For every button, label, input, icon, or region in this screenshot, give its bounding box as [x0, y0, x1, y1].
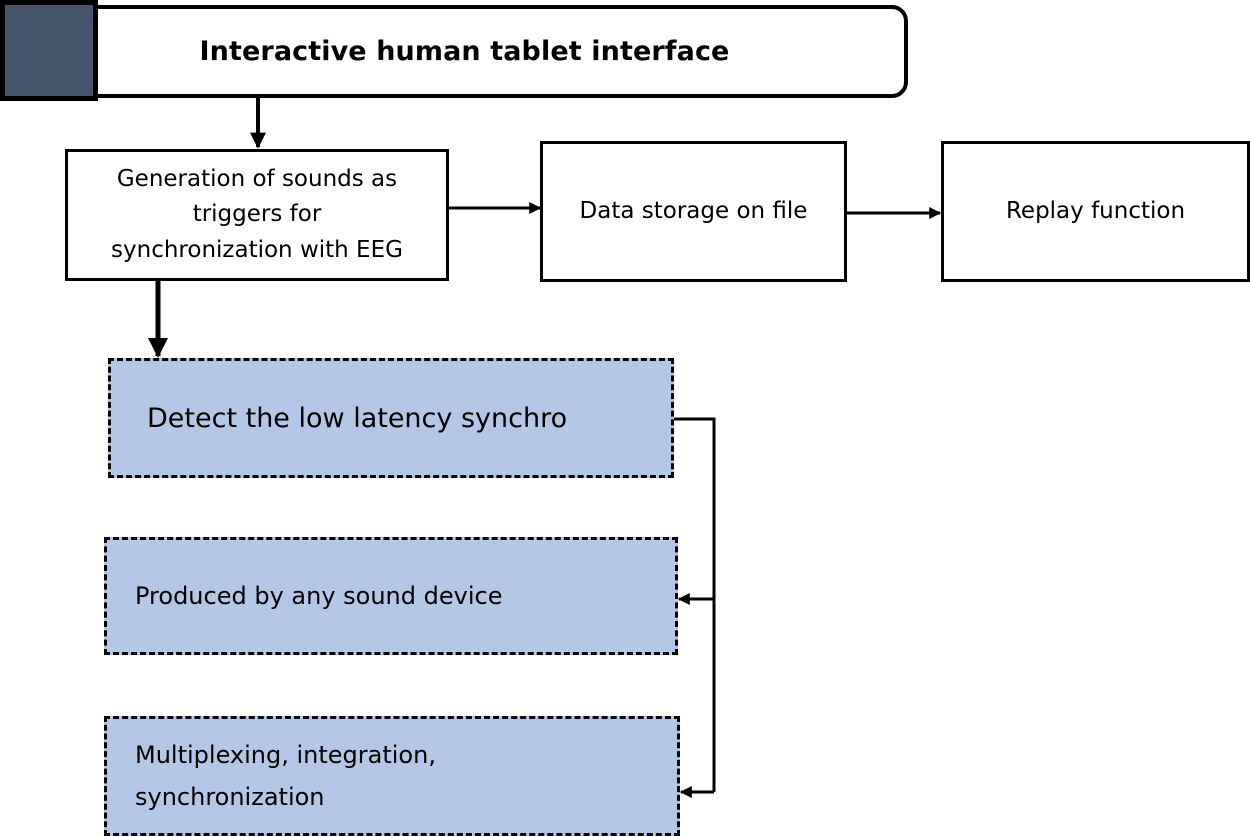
- data-storage-box: Data storage on file: [540, 141, 847, 282]
- edge-detect-bracket: [674, 417, 716, 792]
- replay-box: Replay function: [941, 141, 1250, 282]
- detect-box: Detect the low latency synchro: [108, 358, 674, 478]
- replay-label: Replay function: [1005, 197, 1186, 224]
- produced-label: Produced by any sound device: [135, 582, 503, 610]
- generation-label: Generation of sounds as triggers for syn…: [111, 162, 403, 269]
- generation-label-line: Generation of sounds as: [116, 165, 398, 192]
- multiplex-label-line: synchronization: [135, 783, 325, 811]
- detect-label: Detect the low latency synchro: [147, 402, 568, 434]
- title-box: Interactive human tablet interface: [3, 5, 908, 98]
- generation-label-line: triggers for: [192, 201, 322, 228]
- multiplex-label-line: Multiplexing, integration,: [135, 741, 436, 769]
- data-storage-label: Data storage on file: [579, 197, 808, 224]
- corner-swatch: [0, 0, 98, 101]
- multiplex-box: Multiplexing, integration, synchronizati…: [104, 716, 680, 836]
- produced-box: Produced by any sound device: [104, 537, 678, 655]
- generation-box: Generation of sounds as triggers for syn…: [65, 149, 449, 281]
- multiplex-label: Multiplexing, integration, synchronizati…: [135, 734, 436, 818]
- generation-label-line: synchronization with EEG: [111, 236, 403, 263]
- diagram-title: Interactive human tablet interface: [199, 36, 730, 67]
